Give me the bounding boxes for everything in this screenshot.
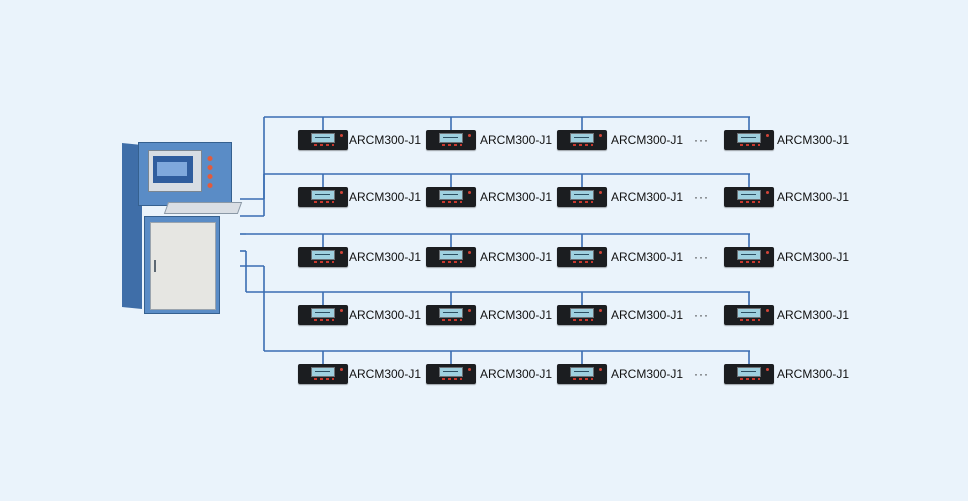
ellipsis-more-devices: ··· [694, 367, 709, 381]
meter-device-icon [298, 247, 348, 267]
monitor-screen [153, 156, 193, 183]
device-label: ARCM300-J1 [611, 308, 684, 322]
meter-device-icon [298, 305, 348, 325]
device-label: ARCM300-J1 [480, 190, 553, 204]
meter-device-icon [426, 364, 476, 384]
meter-device-icon [426, 187, 476, 207]
device-label: ARCM300-J1 [349, 250, 422, 264]
device-label: ARCM300-J1 [611, 367, 684, 381]
meter-device-icon [298, 187, 348, 207]
meter-device-icon [557, 247, 607, 267]
ellipsis-more-devices: ··· [694, 308, 709, 322]
meter-device-icon [557, 130, 607, 150]
device-label: ARCM300-J1 [777, 250, 850, 264]
device-label: ARCM300-J1 [777, 190, 850, 204]
meter-device-icon [426, 305, 476, 325]
device-label: ARCM300-J1 [480, 367, 553, 381]
device-label: ARCM300-J1 [777, 308, 850, 322]
ellipsis-more-devices: ··· [694, 250, 709, 264]
device-label: ARCM300-J1 [480, 133, 553, 147]
device-label: ARCM300-J1 [349, 367, 422, 381]
meter-device-icon [557, 364, 607, 384]
device-label: ARCM300-J1 [349, 190, 422, 204]
meter-device-icon [724, 247, 774, 267]
meter-device-icon [298, 364, 348, 384]
device-label: ARCM300-J1 [349, 308, 422, 322]
device-label: ARCM300-J1 [611, 133, 684, 147]
meter-device-icon [557, 187, 607, 207]
device-label: ARCM300-J1 [349, 133, 422, 147]
ellipsis-more-devices: ··· [694, 133, 709, 147]
meter-device-icon [724, 130, 774, 150]
meter-device-icon [426, 130, 476, 150]
device-label: ARCM300-J1 [777, 367, 850, 381]
meter-device-icon [557, 305, 607, 325]
device-label: ARCM300-J1 [611, 250, 684, 264]
device-label: ARCM300-J1 [480, 250, 553, 264]
meter-device-icon [724, 305, 774, 325]
meter-device-icon [724, 187, 774, 207]
device-label: ARCM300-J1 [777, 133, 850, 147]
device-label: ARCM300-J1 [480, 308, 553, 322]
meter-device-icon [426, 247, 476, 267]
meter-device-icon [724, 364, 774, 384]
ellipsis-more-devices: ··· [694, 190, 709, 204]
meter-device-icon [298, 130, 348, 150]
control-cabinet-icon [118, 138, 243, 316]
device-label: ARCM300-J1 [611, 190, 684, 204]
